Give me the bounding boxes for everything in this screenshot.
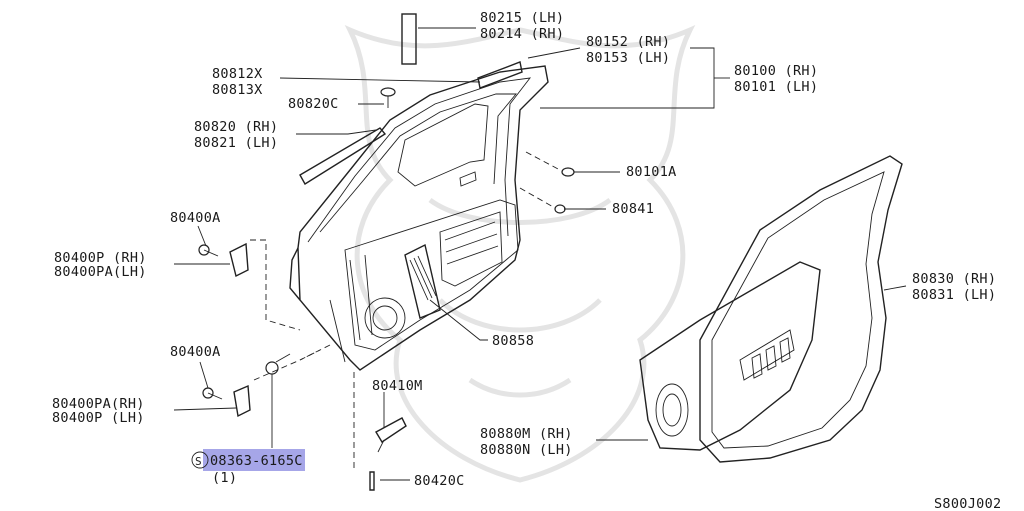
leader-lines	[173, 27, 907, 481]
label-80400p-rh: 80400P (RH)	[54, 250, 147, 266]
label-80101a: 80101A	[626, 164, 677, 180]
bolt-08363	[265, 353, 291, 375]
weatherstrip-piece	[401, 13, 417, 65]
diagram-code: S800J002	[934, 496, 1001, 511]
label-80214: 80214 (RH)	[480, 26, 564, 42]
watermark-emblem	[344, 25, 696, 483]
label-80820c: 80820C	[288, 96, 339, 112]
lower-hinge	[202, 384, 251, 418]
door-trim-panel	[639, 261, 821, 451]
label-08363: 08363-6165C	[210, 453, 303, 469]
sash-strip	[477, 61, 523, 89]
clip-80820c	[380, 87, 396, 108]
door-weatherstrip-inner	[711, 171, 885, 449]
upper-hinge	[198, 242, 249, 278]
grommet-80101a	[561, 167, 575, 177]
window-regulator	[404, 243, 441, 319]
label-80400p-lh: 80400P (LH)	[52, 410, 145, 426]
label-80152: 80152 (RH)	[586, 34, 670, 50]
plug-80841	[554, 204, 566, 214]
assembly-guides	[250, 151, 561, 470]
label-80101: 80101 (LH)	[734, 79, 818, 95]
label-80880n: 80880N (LH)	[480, 442, 573, 458]
door-shell	[289, 65, 549, 371]
outer-molding	[299, 127, 387, 185]
label-80830: 80830 (RH)	[912, 271, 996, 287]
label-80400a-bot: 80400A	[170, 344, 221, 360]
standard-part-circle	[191, 451, 209, 469]
label-80820: 80820 (RH)	[194, 119, 278, 135]
standard-part-mark: S	[195, 455, 202, 468]
door-check	[375, 417, 407, 453]
label-80813x: 80813X	[212, 82, 263, 98]
label-80400a-top: 80400A	[170, 210, 221, 226]
label-80841: 80841	[612, 201, 654, 217]
label-80400pa-rh: 80400PA(RH)	[52, 396, 145, 412]
label-80400pa-lh: 80400PA(LH)	[54, 264, 147, 280]
label-80153: 80153 (LH)	[586, 50, 670, 66]
label-80100: 80100 (RH)	[734, 63, 818, 79]
label-80215: 80215 (LH)	[480, 10, 564, 26]
part-labels: 80215 (LH) 80214 (RH) 80152 (RH) 80153 (…	[52, 10, 1001, 511]
pin-80420c	[369, 471, 375, 491]
label-80880m: 80880M (RH)	[480, 426, 573, 442]
label-80821: 80821 (LH)	[194, 135, 278, 151]
door-weatherstrip	[699, 155, 903, 463]
highlight-box	[203, 449, 305, 471]
label-80420c: 80420C	[414, 473, 465, 489]
label-80410m: 80410M	[372, 378, 423, 394]
label-80831: 80831 (LH)	[912, 287, 996, 303]
label-80812x: 80812X	[212, 66, 263, 82]
label-80858: 80858	[492, 333, 534, 349]
label-08363-qty: (1)	[212, 470, 237, 486]
